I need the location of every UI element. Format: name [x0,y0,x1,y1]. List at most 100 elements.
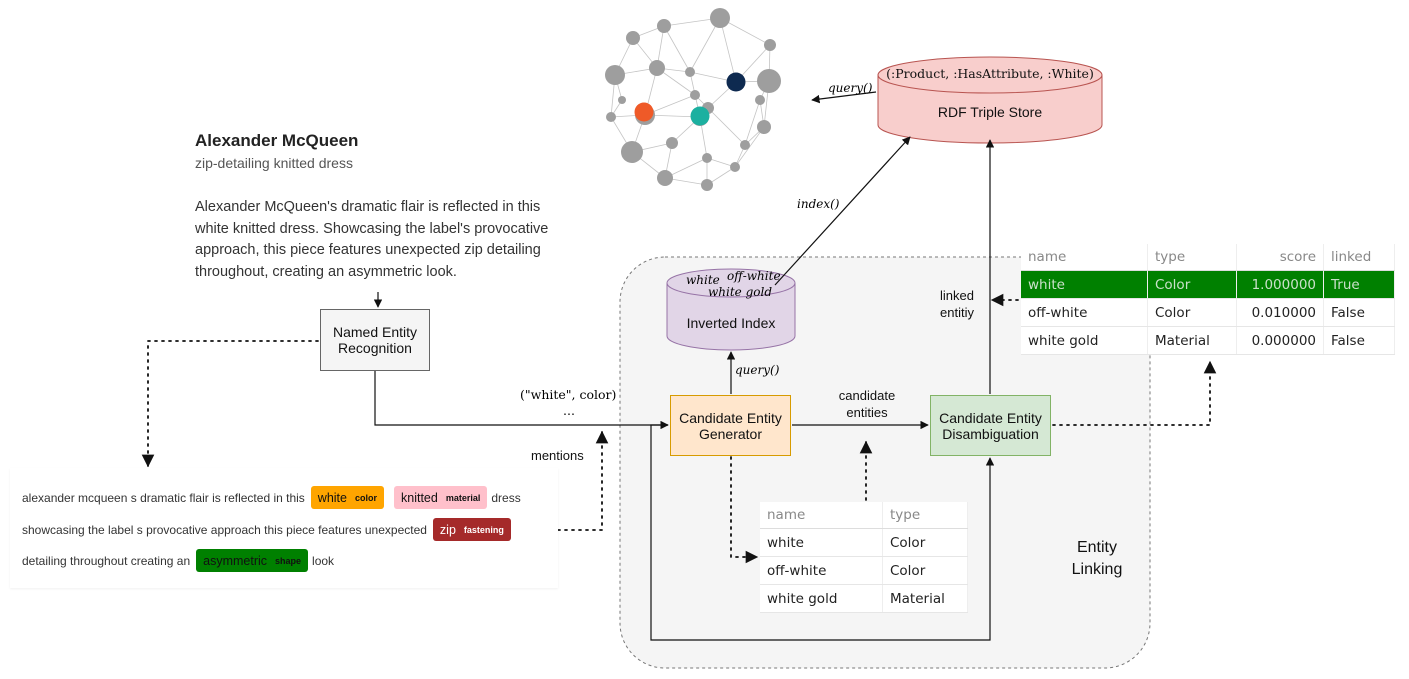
ner-line-2: showcasing the label s provocative appro… [22,518,515,541]
entity-knitted[interactable]: knitted material [394,486,488,509]
graph-node [605,65,625,85]
disambiguation-node[interactable]: Candidate Entity Disambiguation [930,395,1051,456]
table-cell: False [1323,326,1395,355]
graph-node [649,60,665,76]
table-cell: 0.010000 [1236,298,1324,327]
table-cell: Color [882,556,968,585]
arrow-loop [650,424,995,641]
table-cell: True [1323,270,1395,299]
label-query-index: query() [735,363,780,377]
graph-node [657,19,671,33]
product-brand: Alexander McQueen [195,131,359,150]
column-header: name [760,502,883,529]
table-cell: Color [882,528,968,557]
entity-asymmetric[interactable]: asymmetric shape [196,549,309,572]
rdf-triple: (:Product, :HasAttribute, :White) [886,66,1094,81]
entity-white[interactable]: white color [310,486,384,509]
ner-node[interactable]: Named Entity Recognition [320,309,430,371]
graph-node-highlight [634,102,654,122]
entity-linking-label: Entity Linking [1071,539,1123,578]
table-cell: white [760,528,883,557]
graph-edge [689,17,721,73]
arrow-query-rdf [811,91,877,104]
table-header-row: name type [760,502,968,529]
graph-node [666,137,678,149]
entity-text: zip [439,522,456,537]
table-cell: 1.000000 [1236,270,1324,299]
ner-line-1: alexander mcqueen s dramatic flair is re… [22,486,521,509]
column-header: type [1147,244,1237,271]
ner-text: alexander mcqueen s dramatic flair is re… [22,490,305,505]
label-mentions: mentions [531,448,584,463]
graph-node [701,179,713,191]
dotted-output-to-mentions [557,430,609,531]
graph-edge [744,99,761,146]
arrow-ner-to-generator [374,371,669,430]
product-name: zip-detailing knitted dress [195,155,353,171]
graph-node [657,170,673,186]
ner-text: dress [491,490,521,505]
inverted-index-cylinder [666,268,796,351]
column-header: name [1021,244,1148,271]
table-cell: white [1021,270,1148,299]
column-header: score [1236,244,1324,271]
product-description: Alexander McQueen's dramatic flair is re… [195,199,549,280]
column-header: linked [1323,244,1395,271]
entity-label: material [445,492,481,503]
graph-edge [719,17,737,83]
label-linked-entity: linked entitiy [940,288,974,320]
ner-line-3: detailing throughout creating an asymmet… [22,549,334,572]
graph-node [710,8,730,28]
entity-label: color [354,492,377,503]
ner-output-panel: alexander mcqueen s dramatic flair is re… [10,468,558,588]
graph-node [702,153,712,163]
table-cell: Color [1147,270,1237,299]
graph-node [730,162,740,172]
table-cell: Material [882,584,968,613]
label-candidate-entities: candidate entities [838,388,896,420]
rdf-store-label[interactable]: RDF Triple Store [937,104,1043,120]
entity-label: shape [275,555,302,566]
entity-text: white [317,490,347,505]
graph-node [618,96,626,104]
index-term-white: white [686,273,720,287]
graph-node [621,141,643,163]
graph-node [764,39,776,51]
column-header: type [882,502,968,529]
entity-linking-container [619,256,1151,669]
table-cell: off-white [760,556,883,585]
label-query-rdf: query() [828,81,873,95]
table-cell: Color [1147,298,1237,327]
graph-node [685,67,695,77]
entity-text: asymmetric [203,553,268,568]
graph-node [755,95,765,105]
inverted-index-label[interactable]: Inverted Index [686,315,776,331]
table-header-row: name type score linked [1021,244,1395,271]
rdf-store-cylinder [877,56,1103,144]
table-cell: white gold [760,584,883,613]
graph-edge [663,25,691,73]
arrow-index [774,136,911,286]
dotted-generator-to-table [730,456,759,564]
ner-text: detailing throughout creating an [22,553,191,568]
table-cell: 0.000000 [1236,326,1324,355]
label-mention-tuple: ("white", color) [520,387,617,402]
entity-text: knitted [401,490,438,505]
index-term-off-white: off-white [727,269,781,283]
graph-node [740,140,750,150]
generator-node[interactable]: Candidate Entity Generator [670,395,791,456]
table-cell: white gold [1021,326,1148,355]
label-ellipsis: ... [563,403,575,418]
table-cell: off-white [1021,298,1148,327]
